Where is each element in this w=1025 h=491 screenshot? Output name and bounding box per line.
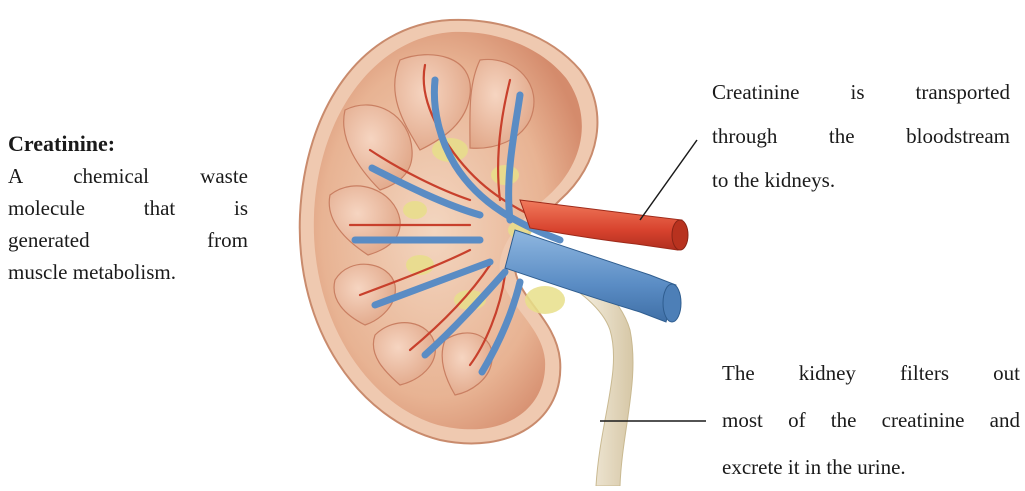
annotation-filtering: The kidney filters out most of the creat… — [722, 350, 1020, 491]
annotation-transport-line-1: Creatinine is transported — [712, 70, 1010, 114]
definition-line-4: muscle metabolism. — [8, 256, 248, 288]
pointer-line-top — [640, 140, 697, 220]
annotation-transport: Creatinine is transported through the bl… — [712, 70, 1010, 202]
definition-line-1: A chemical waste — [8, 160, 248, 192]
definition-line-2: molecule that is — [8, 192, 248, 224]
annotation-transport-line-3: to the kidneys. — [712, 158, 1010, 202]
annotation-filtering-line-2: most of the creatinine and — [722, 397, 1020, 444]
renal-vein-opening — [663, 284, 681, 322]
definition-block: Creatinine: A chemical waste molecule th… — [8, 128, 248, 288]
definition-line-3: generated from — [8, 224, 248, 256]
annotation-transport-line-2: through the bloodstream — [712, 114, 1010, 158]
annotation-filtering-line-3: excrete it in the urine. — [722, 444, 1020, 491]
renal-artery-opening — [672, 220, 688, 250]
definition-term: Creatinine: — [8, 128, 248, 160]
annotation-filtering-line-1: The kidney filters out — [722, 350, 1020, 397]
